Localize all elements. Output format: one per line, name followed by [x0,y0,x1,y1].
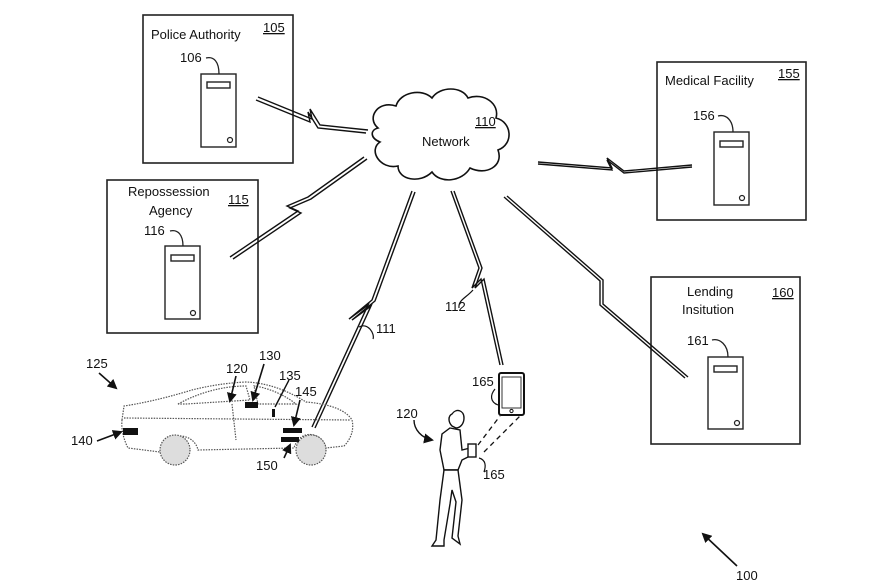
medical-facility-label: Medical Facility [665,73,754,88]
arrow-145 [291,399,301,427]
medical-facility-box: Medical Facility 155 156 [656,61,807,221]
component-ref-135: 135 [279,368,301,383]
component-ref-130: 130 [259,348,281,363]
front-wheel [295,434,327,466]
repossession-agency-label-line2: Agency [149,203,193,218]
network-ref: 110 [475,114,496,129]
link-112 [450,190,504,366]
component-135 [272,409,275,417]
component-130 [245,402,258,408]
person-figure [430,409,477,547]
vehicle-ref-125: 125 [86,356,108,371]
network-cloud: Network 110 [371,88,510,181]
arrow-150 [282,443,292,459]
server-ref-116: 116 [144,223,165,238]
component-140 [123,428,138,435]
person-ref: 120 [396,406,418,421]
network-label: Network [422,134,470,149]
server-icon [200,56,237,148]
projection-line [477,415,501,446]
leader-111 [358,325,374,340]
component-145 [283,428,302,433]
component-ref-150: 150 [256,458,278,473]
lending-institution-ref: 160 [772,285,794,300]
leader-165 [491,388,499,406]
arrow-120 [227,375,237,403]
arrow-120-person [413,419,434,444]
link-lending [503,195,689,379]
link-ref-112: 112 [445,299,466,314]
link-111 [311,190,416,429]
component-ref-120: 120 [226,361,248,376]
server-ref-161: 161 [687,333,709,348]
server-icon [713,114,750,206]
link-police [255,96,369,134]
rear-wheel [159,434,191,466]
server-ref-106: 106 [180,50,202,65]
repossession-agency-ref: 115 [228,192,249,207]
leader-135 [274,379,290,408]
repossession-agency-box: Repossession Agency 115 116 [106,179,259,334]
component-ref-140: 140 [71,433,93,448]
vehicle [121,381,354,466]
link-medical [537,157,693,174]
server-icon [707,339,744,430]
server-icon [164,229,201,320]
lending-institution-label-line1: Lending [687,284,733,299]
component-150 [281,437,299,442]
mobile-device [498,372,525,416]
arrow-100 [701,532,738,567]
medical-facility-ref: 155 [778,66,800,81]
police-authority-label: Police Authority [151,27,241,42]
lending-institution-label-line2: Insitution [682,302,734,317]
arrow-140 [96,430,123,442]
held-device-ref: 165 [483,467,505,482]
leader-112 [458,289,474,309]
police-authority-box: Police Authority 105 106 [142,14,294,164]
link-ref-111: 111 [376,321,396,336]
leader-165-held [478,457,486,473]
arrow-130 [250,363,265,402]
arrow-125 [98,372,118,390]
server-ref-156: 156 [693,108,715,123]
lending-institution-box: Lending Insitution 160 161 [650,276,801,445]
repossession-agency-label-line1: Repossession [128,184,210,199]
link-repossession [229,156,368,260]
projection-line [483,415,521,453]
mobile-device-ref: 165 [472,374,494,389]
figure-ref: 100 [736,568,758,583]
police-authority-ref: 105 [263,20,285,35]
component-ref-145: 145 [295,384,317,399]
